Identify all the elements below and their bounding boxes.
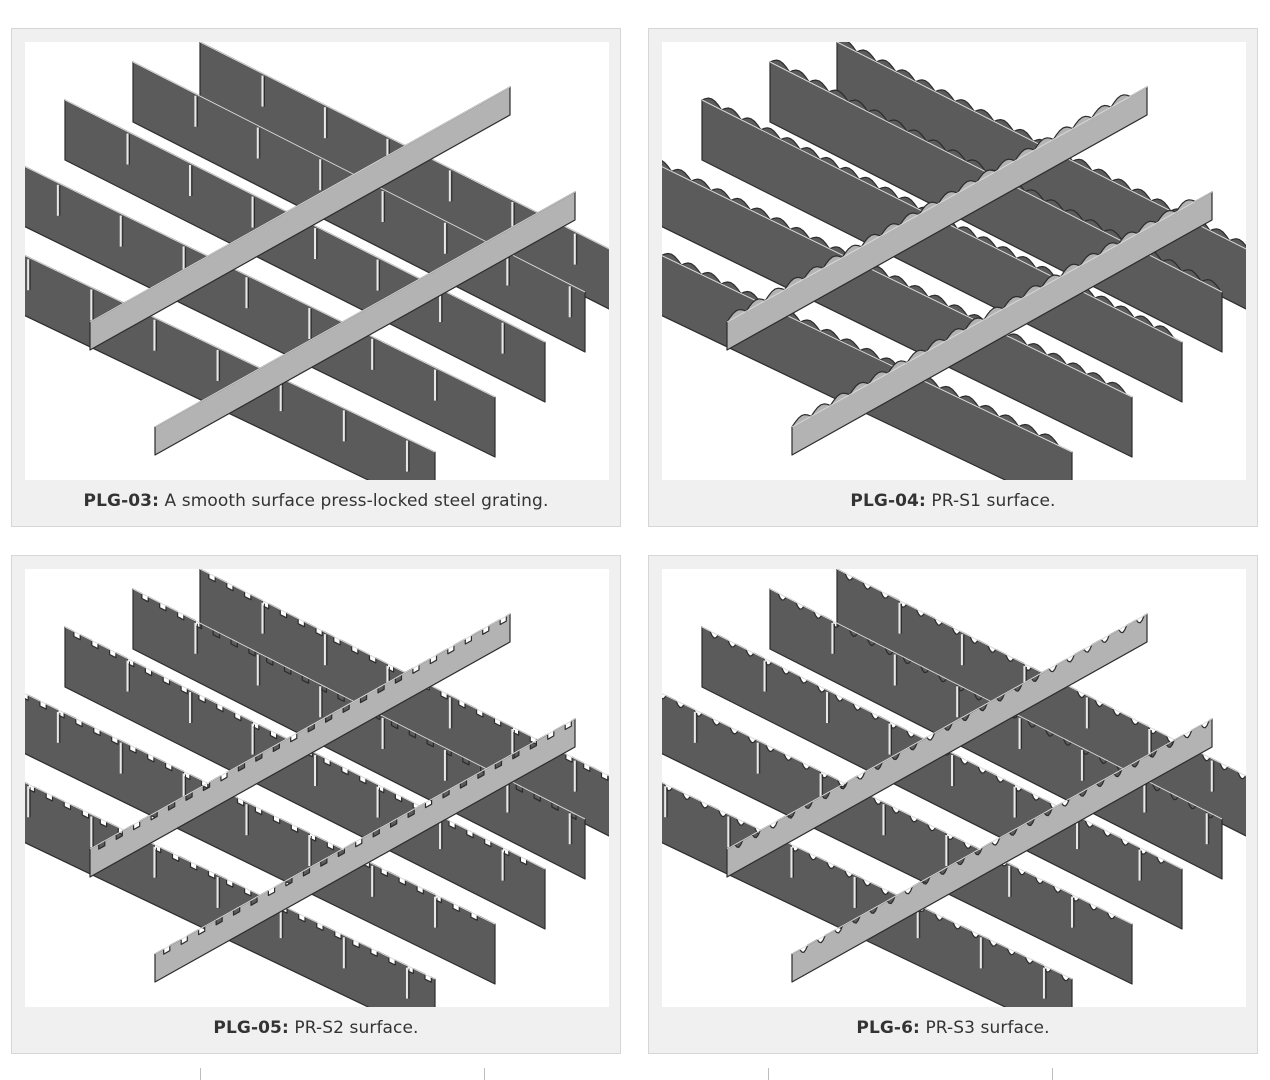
cross-bar-edge — [726, 613, 1148, 850]
card-caption: PLG-04: PR-S1 surface. — [649, 491, 1257, 511]
grating-image-smooth — [25, 42, 609, 480]
product-code: PLG-03: — [83, 491, 159, 511]
bearing-bar-edge — [25, 255, 436, 453]
grating-illustration — [662, 42, 1246, 480]
bearing-bar — [662, 160, 1133, 458]
divider — [200, 1068, 201, 1080]
cross-bar-edge — [154, 718, 576, 955]
grating-image-pr-s3 — [662, 569, 1246, 1007]
product-card-plg-6: PLG-6: PR-S3 surface. — [648, 555, 1258, 1054]
cross-bar — [726, 86, 1148, 351]
cross-bar — [791, 191, 1213, 456]
grating-image-pr-s1 — [662, 42, 1246, 480]
bearing-bar-edge — [25, 166, 496, 398]
grating-illustration — [25, 42, 609, 480]
card-caption: PLG-03: A smooth surface press-locked st… — [12, 491, 620, 511]
bearing-bar-edge — [25, 782, 436, 980]
cross-bar-edge — [154, 191, 576, 428]
cross-bar-edge — [791, 718, 1213, 955]
bearing-bar-edge — [662, 693, 1133, 925]
grating-illustration — [662, 569, 1246, 1007]
grating-illustration — [25, 569, 609, 1007]
card-caption: PLG-05: PR-S2 surface. — [12, 1018, 620, 1038]
divider — [1052, 1068, 1053, 1080]
product-card-plg-03: PLG-03: A smooth surface press-locked st… — [11, 28, 621, 527]
bearing-bar-edge — [662, 782, 1073, 980]
product-description: PR-S2 surface. — [294, 1018, 419, 1038]
grating-image-pr-s2 — [25, 569, 609, 1007]
product-description: PR-S1 surface. — [931, 491, 1056, 511]
bearing-bar-edge — [662, 255, 1073, 453]
product-card-plg-05: PLG-05: PR-S2 surface. — [11, 555, 621, 1054]
divider — [768, 1068, 769, 1080]
divider — [484, 1068, 485, 1080]
cross-bar-edge — [726, 86, 1148, 323]
card-caption: PLG-6: PR-S3 surface. — [649, 1018, 1257, 1038]
bearing-bar-edge — [662, 166, 1133, 398]
product-code: PLG-04: — [850, 491, 926, 511]
product-description: PR-S3 surface. — [925, 1018, 1050, 1038]
product-card-plg-04: PLG-04: PR-S1 surface. — [648, 28, 1258, 527]
cross-bar-edge — [89, 86, 511, 323]
cross-bar-edge — [791, 191, 1213, 428]
product-description: A smooth surface press-locked steel grat… — [164, 491, 549, 511]
product-code: PLG-05: — [213, 1018, 289, 1038]
bearing-bar-edge — [25, 693, 496, 925]
product-code: PLG-6: — [856, 1018, 920, 1038]
cross-bar-edge — [89, 613, 511, 850]
